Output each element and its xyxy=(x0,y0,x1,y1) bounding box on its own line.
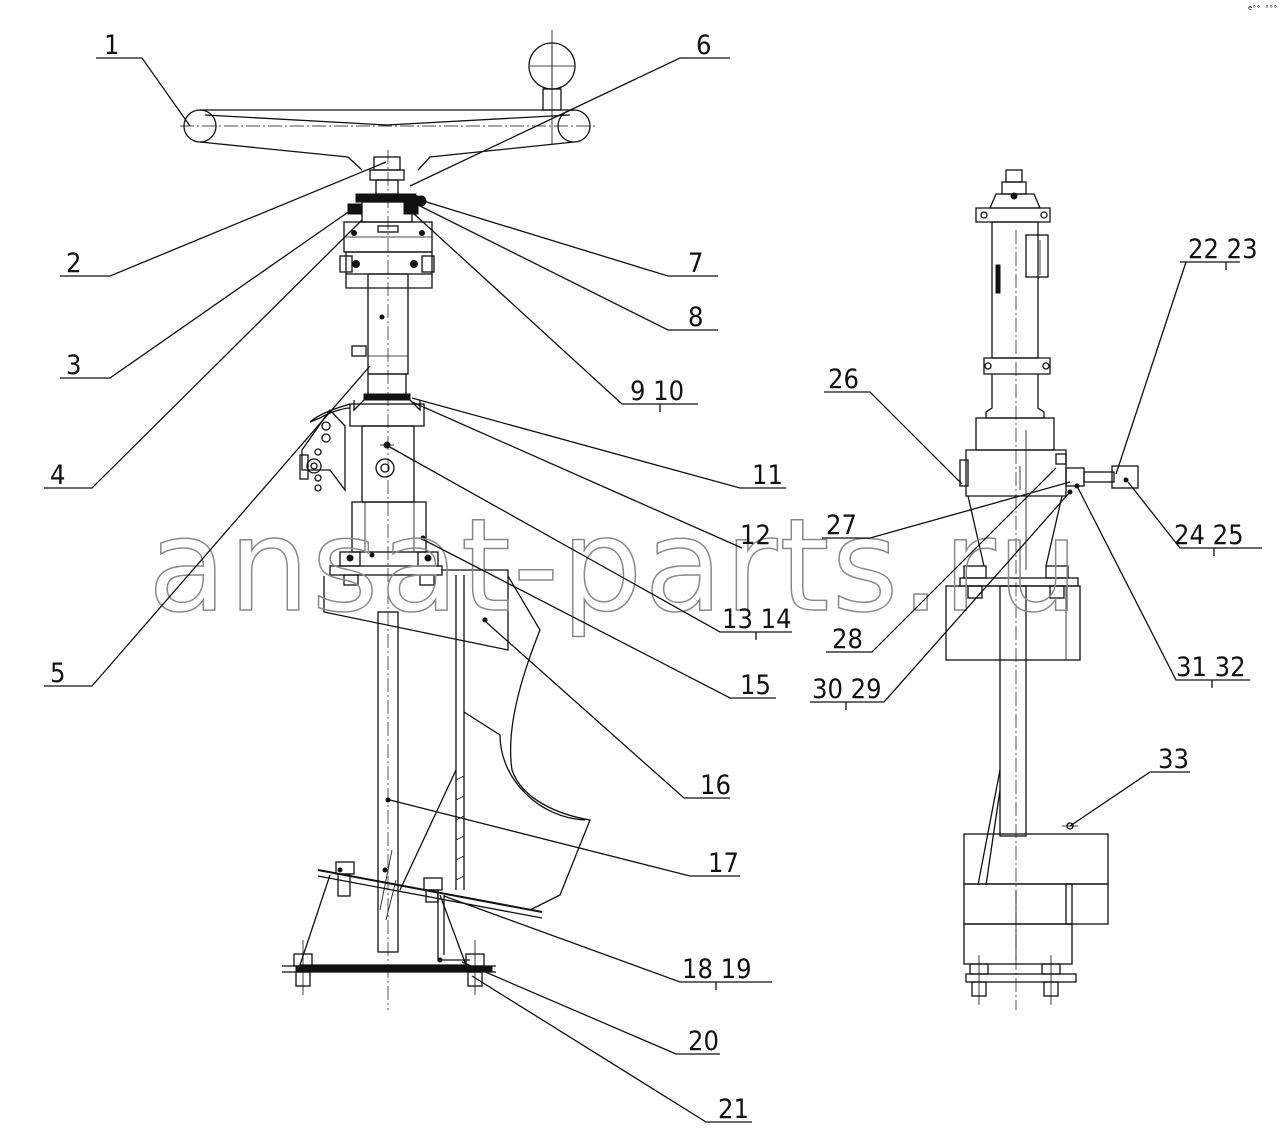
callout-20: 20 xyxy=(688,1026,719,1057)
callout-11: 11 xyxy=(752,460,783,491)
watermark-text: ansat-parts.ru xyxy=(148,492,1081,641)
corner-mark: e⁰⁰ ⁰⁰⁰ xyxy=(1248,4,1278,12)
hub-assembly xyxy=(339,156,435,289)
callout-17: 17 xyxy=(708,848,739,879)
callout-26: 26 xyxy=(828,364,859,395)
floor-base xyxy=(282,861,543,995)
joint-assembly xyxy=(299,373,427,553)
callout-1: 1 xyxy=(104,30,119,61)
callout-labels: 1 2 3 4 5 6 7 8 9 10 11 12 13 14 15 16 1… xyxy=(50,30,1258,1125)
callout-7: 7 xyxy=(688,248,703,279)
callout-3: 3 xyxy=(66,350,81,381)
callout-28: 28 xyxy=(832,624,863,655)
lower-column xyxy=(323,552,591,953)
callout-27: 27 xyxy=(826,510,857,541)
callout-6: 6 xyxy=(696,30,711,61)
callout-33: 33 xyxy=(1158,744,1189,775)
side-view xyxy=(945,169,1139,1010)
callout-12: 12 xyxy=(740,520,771,551)
callout-21: 21 xyxy=(718,1094,749,1125)
callout-31-32: 31 32 xyxy=(1176,652,1246,683)
callout-22-23: 22 23 xyxy=(1188,234,1258,265)
callout-5: 5 xyxy=(50,658,65,689)
callout-8: 8 xyxy=(688,302,703,333)
callout-9-10: 9 10 xyxy=(630,376,684,407)
front-view xyxy=(180,30,595,1010)
callout-4: 4 xyxy=(50,460,65,491)
steering-wheel xyxy=(180,30,595,171)
callout-2: 2 xyxy=(66,248,81,279)
callout-13-14: 13 14 xyxy=(722,604,792,635)
callout-16: 16 xyxy=(700,770,731,801)
callout-30-29: 30 29 xyxy=(812,674,882,705)
callout-15: 15 xyxy=(740,670,771,701)
leader-lines xyxy=(44,57,1262,1123)
callout-24-25: 24 25 xyxy=(1174,520,1244,551)
callout-18-19: 18 19 xyxy=(682,954,752,985)
